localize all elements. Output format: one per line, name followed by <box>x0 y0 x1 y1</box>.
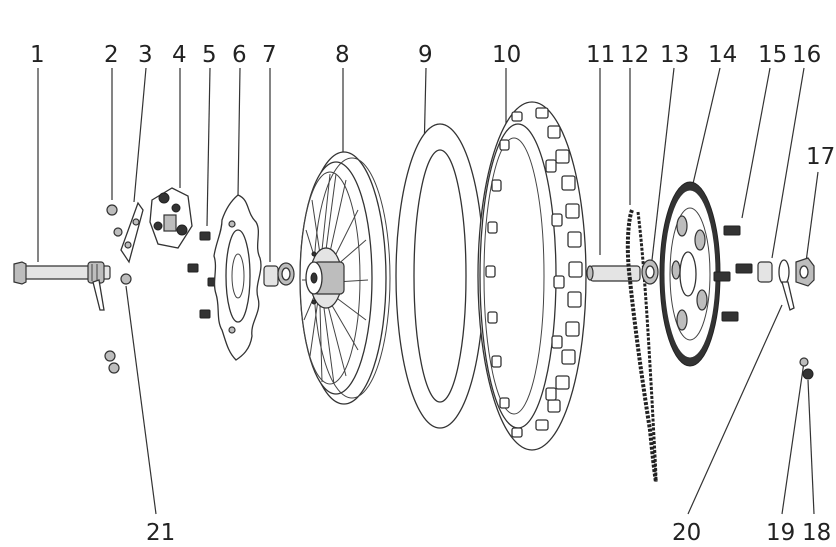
callout-11: 11 <box>586 42 615 68</box>
part-caliper-bracket <box>120 201 144 264</box>
callout-16: 16 <box>792 42 821 68</box>
part-caliper-bolts <box>104 204 123 374</box>
part-disc-bolts <box>187 231 219 319</box>
callout-13: 13 <box>660 42 689 68</box>
part-rim <box>299 151 391 405</box>
part-small-nuts <box>799 357 814 380</box>
part-brake-caliper <box>149 187 193 249</box>
callout-15: 15 <box>758 42 787 68</box>
part-spacer-right <box>757 261 773 283</box>
callout-2: 2 <box>104 42 119 68</box>
part-axle-nut <box>795 257 815 287</box>
callout-3: 3 <box>138 42 153 68</box>
part-bearing <box>641 259 659 285</box>
callout-18: 18 <box>802 520 831 546</box>
part-inner-tube <box>395 123 485 429</box>
callout-8: 8 <box>335 42 350 68</box>
part-axle <box>13 261 111 285</box>
callout-4: 4 <box>172 42 187 68</box>
leader-lines <box>37 67 819 515</box>
callout-9: 9 <box>418 42 433 68</box>
part-brake-disc <box>213 194 262 361</box>
callout-7: 7 <box>262 42 277 68</box>
callout-10: 10 <box>492 42 521 68</box>
tyre-knobs <box>485 107 583 438</box>
callout-21: 21 <box>146 520 175 546</box>
part-chain-adjuster-right <box>778 259 795 311</box>
callout-20: 20 <box>672 520 701 546</box>
part-chain <box>625 209 658 483</box>
part-spacer <box>263 262 295 287</box>
part-axle-spacer <box>586 265 641 282</box>
callout-6: 6 <box>232 42 247 68</box>
part-sprocket <box>659 181 721 367</box>
callout-19: 19 <box>766 520 795 546</box>
callout-1: 1 <box>30 42 45 68</box>
callout-labels: 1 2 3 4 5 6 7 8 9 10 11 12 13 14 15 16 1… <box>30 42 835 546</box>
callout-17: 17 <box>806 144 835 170</box>
part-sprocket-bolts <box>713 225 753 322</box>
callout-14: 14 <box>708 42 737 68</box>
part-tyre <box>477 101 587 451</box>
callout-12: 12 <box>620 42 649 68</box>
part-chain-adjuster-left <box>92 273 132 311</box>
callout-5: 5 <box>202 42 217 68</box>
